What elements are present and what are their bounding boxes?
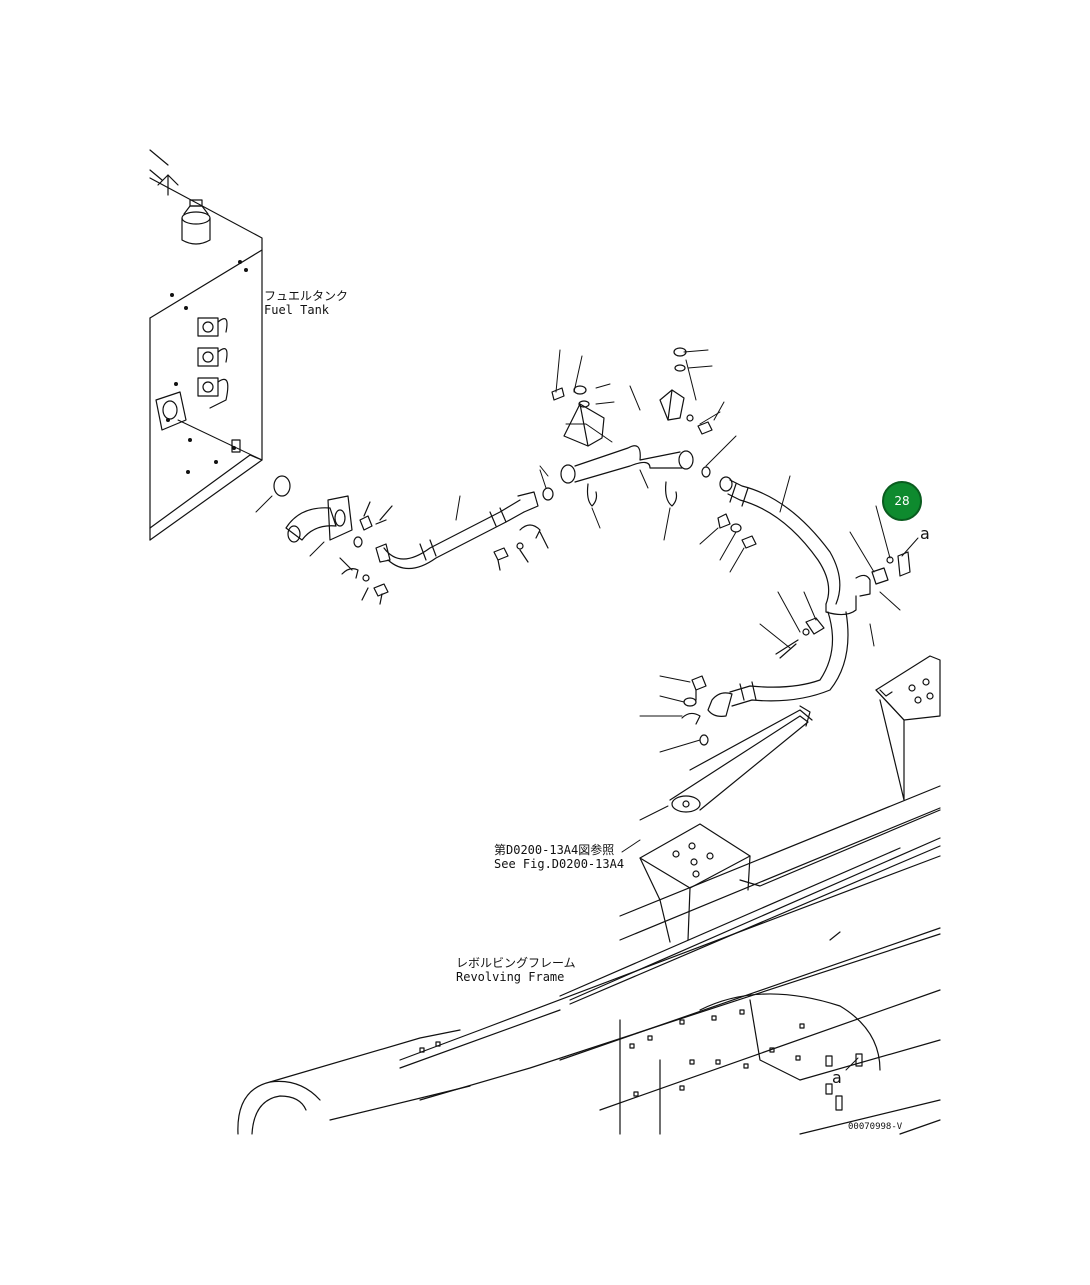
fuel-hose-1 xyxy=(375,491,539,570)
revolving-frame-label-jp: レボルビングフレーム xyxy=(456,956,576,970)
part-callout-28[interactable]: 28 xyxy=(882,481,922,521)
fuel-hose-2 xyxy=(707,475,857,717)
document-id: 00070998-V xyxy=(848,1122,903,1132)
fuel-tank-label-jp: フュエルタンク xyxy=(264,289,349,303)
fuel-tank xyxy=(149,149,263,541)
view-marker-a-bottom: a xyxy=(832,1068,842,1087)
fasteners-middle xyxy=(493,469,554,571)
revolving-frame xyxy=(237,655,941,1135)
sensor-units xyxy=(197,317,229,409)
revolving-frame-label-en: Revolving Frame xyxy=(456,970,565,984)
o-ring xyxy=(273,475,291,497)
fasteners-left xyxy=(339,501,393,605)
fuel-tank-label-en: Fuel Tank xyxy=(264,303,330,317)
see-fig-label-jp[interactable]: 第D0200-13A4図参照 xyxy=(494,843,615,857)
leader-lines xyxy=(539,349,737,541)
fasteners-lower xyxy=(639,675,709,753)
strut-assembly xyxy=(639,705,813,821)
elbow-fitting xyxy=(285,495,353,557)
fasteners-right xyxy=(699,505,911,659)
see-fig-label-en[interactable]: See Fig.D0200-13A4 xyxy=(494,857,625,871)
view-marker-a-top: a xyxy=(920,524,930,543)
tube-with-bracket xyxy=(551,347,713,507)
